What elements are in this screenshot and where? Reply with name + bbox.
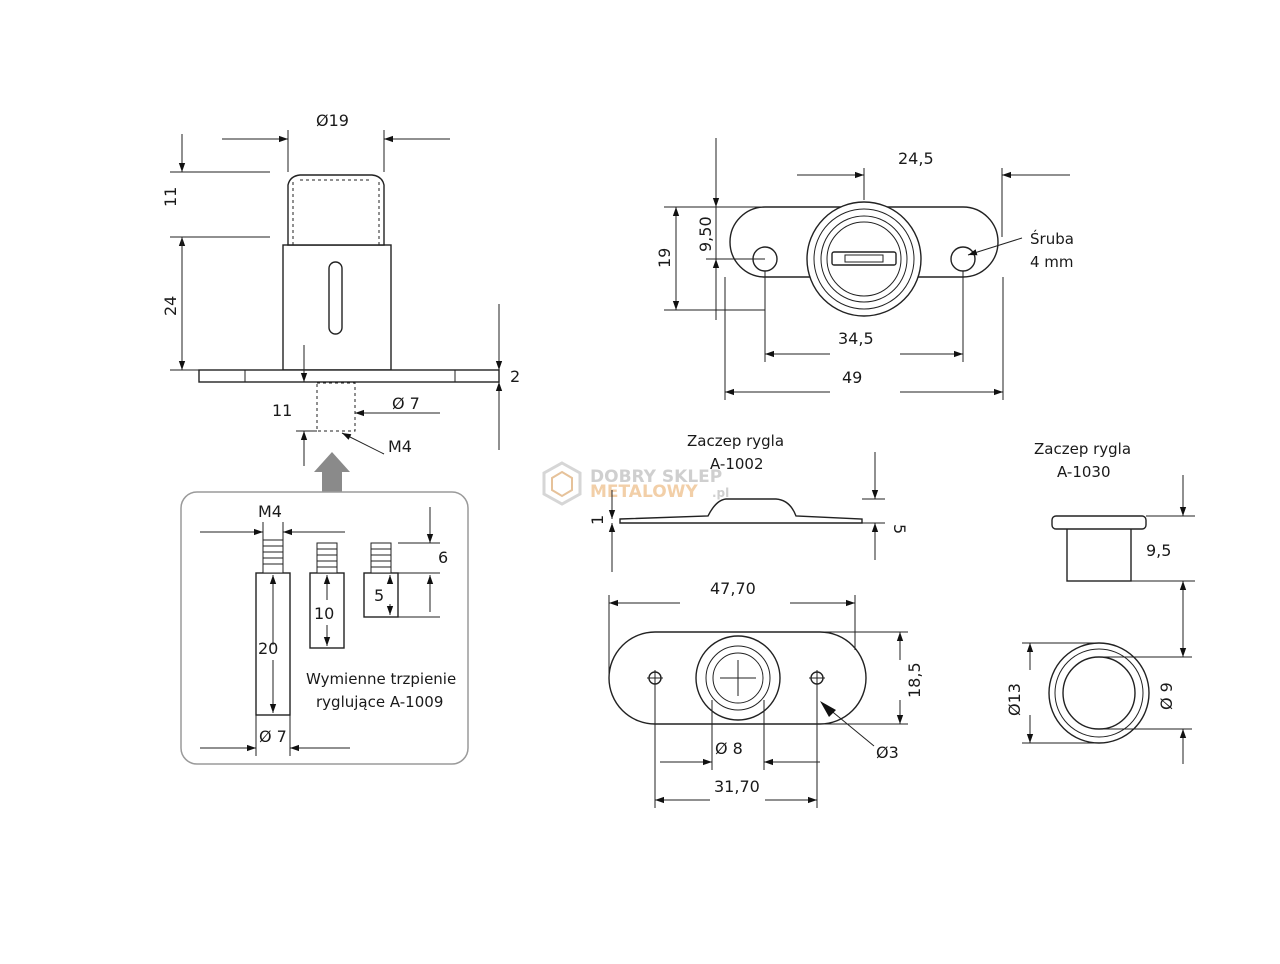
watermark-logo: DOBRY SKLEP METALOWY .pl — [542, 461, 729, 506]
a1030-flange — [1051, 515, 1147, 530]
box-dim-dia7: Ø 7 — [259, 727, 287, 746]
key-slot — [328, 261, 343, 335]
a1002-dim-47-70: 47,70 — [710, 579, 756, 598]
a1002-dim-18-5: 18,5 — [905, 662, 924, 698]
a1030-sleeve — [1066, 527, 1132, 582]
box-dim-6: 6 — [438, 548, 448, 567]
catch-a1002: Zaczep rygla A-1002 1 5 47,70 — [588, 432, 924, 808]
a1002-title-line2: A-1002 — [710, 455, 764, 473]
lock-top-view: 24,5 19 9,50 34,5 49 Śruba 4 mm — [655, 138, 1074, 400]
dim-h24: 24 — [161, 296, 180, 316]
box-caption-line2: ryglujące A-1009 — [316, 693, 443, 711]
dim-19: 19 — [655, 248, 674, 268]
a1030-inner-bore — [1062, 656, 1136, 730]
a1002-title-line1: Zaczep rygla — [687, 432, 784, 450]
screw-label: Śruba — [1030, 229, 1074, 248]
box-dim-20: 20 — [258, 639, 278, 658]
dim-pin-dia7: Ø 7 — [392, 394, 420, 413]
dim-34-5: 34,5 — [838, 329, 874, 348]
catch-a1030: Zaczep rygla A-1030 9,5 Ø13 Ø 9 — [1005, 440, 1195, 764]
dim-9-50: 9,50 — [696, 216, 715, 252]
a1030-title-line2: A-1030 — [1057, 463, 1111, 481]
a1002-dim-31-70: 31,70 — [714, 777, 760, 796]
a1002-dim-1: 1 — [588, 515, 607, 525]
pin-hidden — [316, 382, 356, 432]
screw-hole-right — [950, 246, 976, 272]
dim-dia19: Ø19 — [316, 111, 349, 130]
watermark-line2: METALOWY — [590, 482, 698, 502]
box-dim-5: 5 — [374, 586, 384, 605]
lock-cap — [287, 174, 385, 246]
a1030-dim-dia9: Ø 9 — [1157, 682, 1176, 710]
watermark-suffix: .pl — [712, 486, 729, 500]
lock-side-view: Ø19 11 24 2 11 Ø 7 M4 — [161, 111, 520, 492]
box-dim-10: 10 — [314, 604, 334, 623]
watermark-line1: DOBRY SKLEP — [590, 467, 722, 487]
dim-plate2: 2 — [510, 367, 520, 386]
a1030-dim-9-5: 9,5 — [1146, 541, 1171, 560]
pin-long-thread — [262, 539, 284, 574]
a1030-title-line1: Zaczep rygla — [1034, 440, 1131, 458]
dim-49: 49 — [842, 368, 862, 387]
arrow-up-icon — [314, 452, 350, 492]
key-slot-top — [831, 251, 897, 266]
a1002-dim-dia8: Ø 8 — [715, 739, 743, 758]
pins-box: M4 20 10 5 6 Ø 7 Wymienne trzpienie rygl… — [180, 491, 469, 765]
a1002-dim-5: 5 — [890, 524, 909, 534]
screw-size: 4 mm — [1030, 253, 1074, 271]
mount-plate — [198, 369, 500, 383]
box-caption-line1: Wymienne trzpienie — [306, 670, 456, 688]
dim-h11: 11 — [161, 187, 180, 207]
dim-24-5: 24,5 — [898, 149, 934, 168]
a1002-profile — [619, 498, 863, 524]
a1030-dim-dia13: Ø13 — [1005, 683, 1024, 716]
a1002-dim-dia3: Ø3 — [876, 743, 899, 762]
dim-pin11: 11 — [272, 401, 292, 420]
box-dim-m4: M4 — [258, 502, 282, 521]
dim-thread-m4: M4 — [388, 437, 412, 456]
